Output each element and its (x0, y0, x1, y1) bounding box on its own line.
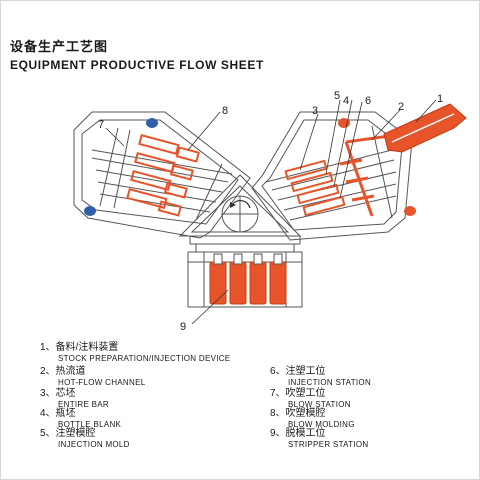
legend-item-8-cn: 8、吹塑模腔 (270, 408, 326, 419)
blow-station-blue-bolt-bottom (84, 206, 96, 216)
flow-diagram: 1 2 3 4 5 6 7 8 9 (73, 90, 467, 333)
injection-nozzle-line (391, 113, 455, 143)
callout-4: 4 (343, 95, 349, 107)
injection-station-wing (251, 111, 413, 241)
legend-item-4-cn: 4、瓶坯 (40, 408, 76, 419)
legend-item-8: 8、吹塑模腔 BLOW MOLDING (270, 408, 355, 430)
callout-8: 8 (222, 105, 228, 117)
callout-1: 1 (437, 93, 443, 105)
injection-device (383, 103, 467, 153)
rotation-arrow (231, 199, 251, 209)
legend-item-1-en: STOCK PREPARATION/INJECTION DEVICE (58, 354, 231, 363)
legend-item-5-cn: 5、注塑模腔 (40, 428, 96, 439)
legend-item-4-en: BOTTLE BLANK (58, 420, 122, 429)
legend-item-3-cn: 3、芯坯 (40, 388, 76, 399)
legend-item-5: 5、注塑模腔 INJECTION MOLD (40, 428, 130, 450)
legend-item-9-cn: 9、脱模工位 (270, 428, 326, 439)
injection-mold-cavities (284, 159, 346, 217)
legend-item-7: 7、吹塑工位 BLOW STATION (270, 388, 351, 410)
legend-item-2: 2、热流道 HOT-FLOW CHANNEL (40, 366, 145, 388)
legend-item-4: 4、瓶坯 BOTTLE BLANK (40, 408, 121, 430)
legend-item-6: 6、注塑工位 INJECTION STATION (270, 366, 371, 388)
callout-9: 9 (180, 321, 186, 333)
legend-item-3: 3、芯坯 ENTIRE BAR (40, 388, 109, 410)
callout-2: 2 (398, 101, 404, 113)
legend-item-5-en: INJECTION MOLD (58, 440, 130, 449)
legend-item-1-cn: 1、备料/注料装置 (40, 342, 119, 353)
rotation-arrowhead (230, 202, 236, 208)
bottle-necks (213, 253, 283, 265)
legend-item-9-en: STRIPPER STATION (288, 440, 369, 449)
callout-7: 7 (98, 119, 104, 131)
callout-3: 3 (312, 105, 318, 117)
legend-item-9: 9、脱模工位 STRIPPER STATION (270, 428, 369, 450)
callout-6: 6 (365, 95, 371, 107)
legend-item-6-en: INJECTION STATION (288, 378, 372, 387)
legend-item-7-cn: 7、吹塑工位 (270, 388, 326, 399)
blow-station-blue-bolt-top (146, 118, 158, 128)
title-chinese: 设备生产工艺图 (10, 39, 109, 54)
legend-item-2-en: HOT-FLOW CHANNEL (58, 378, 146, 387)
legend-item-2-cn: 2、热流道 (40, 366, 86, 377)
legend-item-7-en: BLOW STATION (288, 400, 351, 409)
legend-item-8-en: BLOW MOLDING (288, 420, 355, 429)
callout-leaders (105, 99, 437, 325)
legend-item-1: 1、备料/注料装置 STOCK PREPARATION/INJECTION DE… (40, 342, 230, 364)
legend-item-3-en: ENTIRE BAR (58, 400, 110, 409)
callout-5: 5 (334, 90, 340, 102)
injection-station-orange-bolt-bottom (404, 206, 416, 216)
title-english: EQUIPMENT PRODUCTIVE FLOW SHEET (10, 58, 264, 72)
blow-station-wing (73, 111, 251, 239)
legend-item-6-cn: 6、注塑工位 (270, 366, 326, 377)
blow-mold-cavities (126, 133, 200, 217)
